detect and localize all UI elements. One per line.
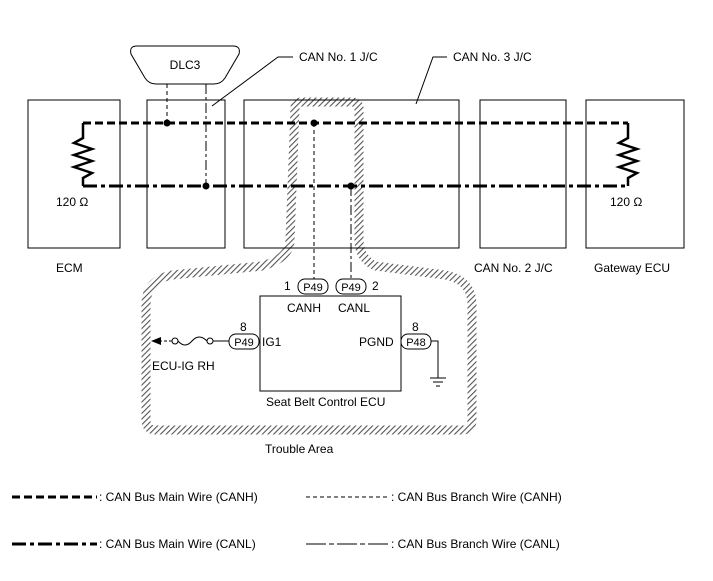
fuse-terminal [171,337,179,345]
leader-line-jc1 [211,56,293,107]
can-jc1-label: CAN No. 1 J/C [299,50,378,64]
connector-label: P49 [303,282,323,294]
pgnd-wire [431,340,439,378]
legend-text: : CAN Bus Main Wire (CANL) [99,537,256,551]
leader-line-jc3 [415,56,447,105]
dlc3-connector [130,45,240,85]
termination-resistor-left [70,123,96,186]
arrow-left-icon [151,337,161,345]
can-jc2-box [479,99,567,249]
legend-text: : CAN Bus Branch Wire (CANH) [391,490,562,504]
trouble-area-label: Trouble Area [265,442,334,456]
can-jc3-label: CAN No. 3 J/C [453,50,532,64]
canl-pin-label: CANL [338,301,370,315]
fuse-icon [177,336,208,346]
connector-label: P48 [406,337,426,349]
resistor-left-label: 120 Ω [56,195,88,209]
ecm-box [27,99,121,249]
connector-label: P49 [234,337,254,349]
ecm-label: ECM [56,261,83,275]
gateway-ecu-label: Gateway ECU [594,261,670,275]
pin-number: 2 [372,279,379,293]
dlc3-label: DLC3 [170,58,201,72]
pin-number: 1 [284,279,291,293]
pin-number: 8 [240,320,247,334]
can-jc2-label: CAN No. 2 J/C [474,261,553,275]
pgnd-pin-label: PGND [359,335,394,349]
can-jc1-box [146,99,226,249]
trouble-area-boundary [141,97,477,435]
connector-p49-canl [335,278,367,295]
legend-text: : CAN Bus Main Wire (CANH) [99,490,258,504]
resistor-right-label: 120 Ω [610,195,642,209]
canh-pin-label: CANH [287,301,321,315]
connector-p49-canh [297,278,329,295]
gateway-ecu-box [585,99,685,249]
seat-belt-ecu-label: Seat Belt Control ECU [266,395,385,409]
ig1-pin-label: IG1 [262,335,282,349]
ecu-ig-rh-label: ECU-IG RH [152,359,215,373]
connector-label: P49 [341,282,361,294]
fuse-terminal [206,337,214,345]
pin-number: 8 [412,320,419,334]
legend-text: : CAN Bus Branch Wire (CANL) [391,537,560,551]
termination-resistor-right [615,123,641,186]
